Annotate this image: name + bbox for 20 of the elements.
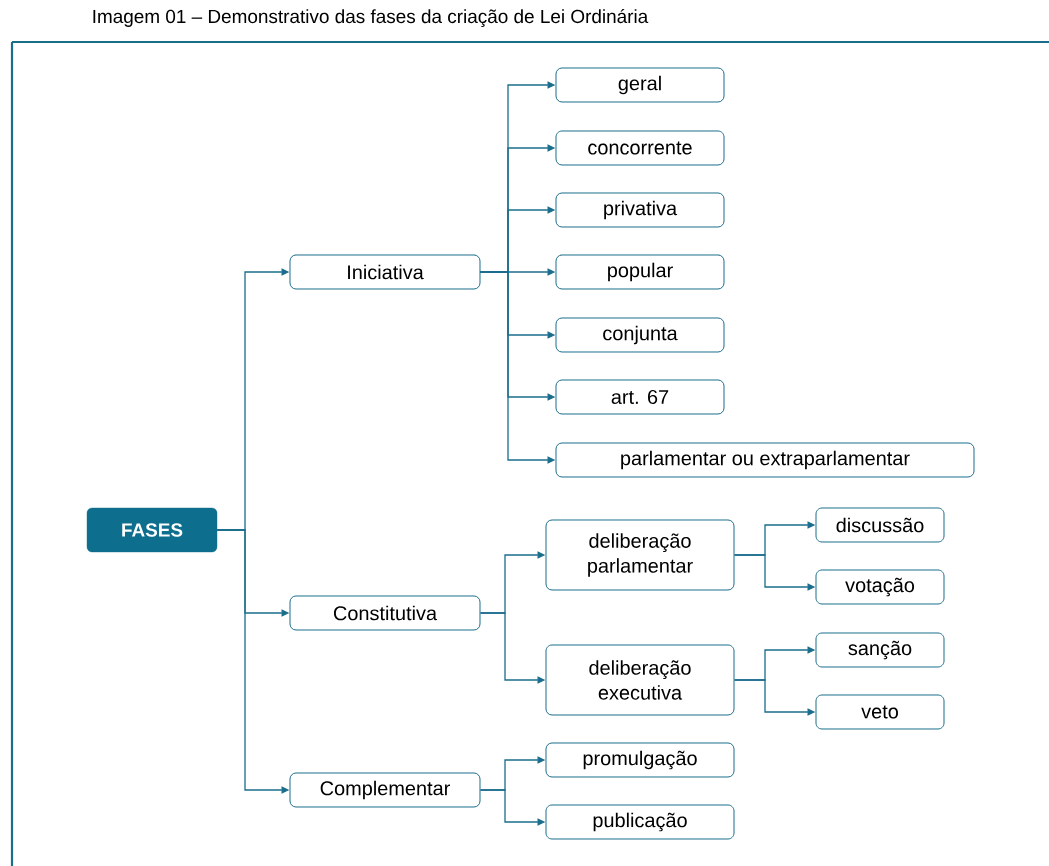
- process-box: privativa: [555, 192, 725, 228]
- process-box: deliberação executiva: [545, 644, 735, 716]
- title: Imagem 01 – Demonstrativo das fases da criação de Lei Ordinária: [93, 9, 649, 27]
- process-box: Iniciativa: [289, 254, 481, 290]
- process-box: votação: [815, 569, 945, 605]
- root-box: FASES: [86, 507, 218, 553]
- process-box: deliberação parlamentar: [545, 519, 735, 591]
- process-box: publicação: [545, 804, 735, 840]
- process-box: promulgação: [545, 742, 735, 778]
- process-box: geral: [555, 67, 725, 103]
- process-box: Constitutiva: [289, 595, 481, 631]
- process-box: concorrente: [555, 130, 725, 166]
- process-box: sanção: [815, 632, 945, 668]
- process-box: conjunta: [555, 317, 725, 353]
- process-box: discussão: [815, 507, 945, 543]
- process-box: art. 67: [555, 379, 725, 415]
- process-box: parlamentar ou extraparlamentar: [555, 442, 975, 478]
- process-box: veto: [815, 694, 945, 730]
- process-box: Complementar: [289, 772, 481, 808]
- process-box: popular: [555, 254, 725, 290]
